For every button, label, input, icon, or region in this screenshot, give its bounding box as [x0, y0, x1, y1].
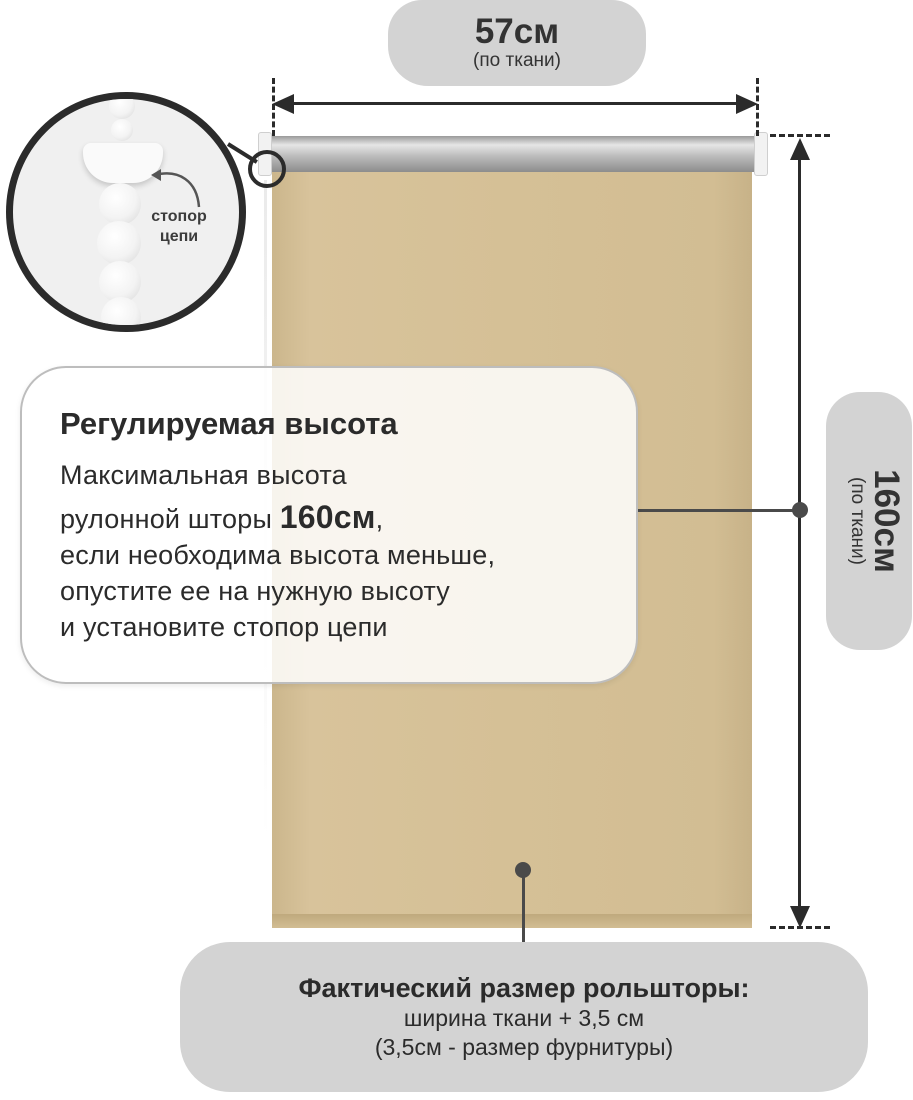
info-line-5: и установите стопор цепи — [60, 612, 388, 642]
arrow-down-icon — [790, 906, 810, 928]
arrow-left-icon — [272, 94, 294, 114]
info-line-1: Максимальная высота — [60, 460, 347, 490]
roller-right-cap — [754, 132, 768, 176]
height-label-pill: 160см (по ткани) — [826, 392, 912, 650]
info-line-2-suffix: , — [375, 504, 384, 534]
arrow-right-icon — [736, 94, 758, 114]
info-max-height: 160см — [279, 499, 376, 535]
curved-arrow-icon — [151, 169, 201, 208]
height-extension-top — [770, 134, 830, 137]
info-line-2-prefix: рулонной шторы — [60, 504, 280, 534]
zoom-target-ring — [248, 150, 286, 188]
stopper-label: стопор цепи — [139, 207, 219, 247]
info-connector-line — [636, 509, 800, 512]
chain-bead — [111, 119, 133, 141]
width-extension-right — [756, 78, 759, 136]
arrow-up-icon — [790, 138, 810, 160]
info-line-3: если необходима высота меньше, — [60, 540, 496, 570]
info-title: Регулируемая высота — [60, 406, 398, 441]
actual-size-line-2: (3,5см - размер фурнитуры) — [374, 1034, 674, 1060]
chain-stopper-zoom: стопор цепи — [6, 92, 246, 332]
info-line-4: опустите ее на нужную высоту — [60, 576, 451, 606]
chain-bead — [109, 99, 135, 119]
actual-size-line-1: ширина ткани + 3,5 см — [403, 1005, 645, 1031]
stopper-label-line-2: цепи — [159, 228, 199, 245]
chain-bead — [99, 183, 141, 225]
curtain-bottom-bar — [272, 914, 752, 928]
width-extension-left — [272, 78, 275, 136]
width-note: (по ткани) — [473, 50, 561, 71]
info-connector-dot — [792, 502, 808, 518]
height-dimension-line — [798, 148, 801, 918]
stopper-label-line-1: стопор — [151, 208, 207, 225]
info-card: Регулируемая высота Максимальная высота … — [20, 366, 638, 684]
chain-stopper-clip — [83, 143, 163, 183]
width-value: 57см — [474, 12, 560, 51]
info-line-2: рулонной шторы 160см, — [60, 499, 636, 537]
actual-size-title: Фактический размер рольшторы: — [298, 973, 750, 1003]
curtain-roller — [258, 132, 768, 176]
height-value: 160см — [867, 469, 906, 573]
chain-bead — [99, 261, 141, 303]
chain-bead — [97, 221, 141, 265]
width-label-pill: 57см (по ткани) — [388, 0, 646, 86]
bottom-connector-line — [522, 870, 525, 944]
height-note: (по ткани) — [847, 477, 868, 565]
width-dimension-line — [280, 102, 750, 105]
bottom-connector-dot — [515, 862, 531, 878]
chain-bead — [101, 297, 141, 325]
actual-size-card: Фактический размер рольшторы: ширина тка… — [180, 942, 868, 1092]
